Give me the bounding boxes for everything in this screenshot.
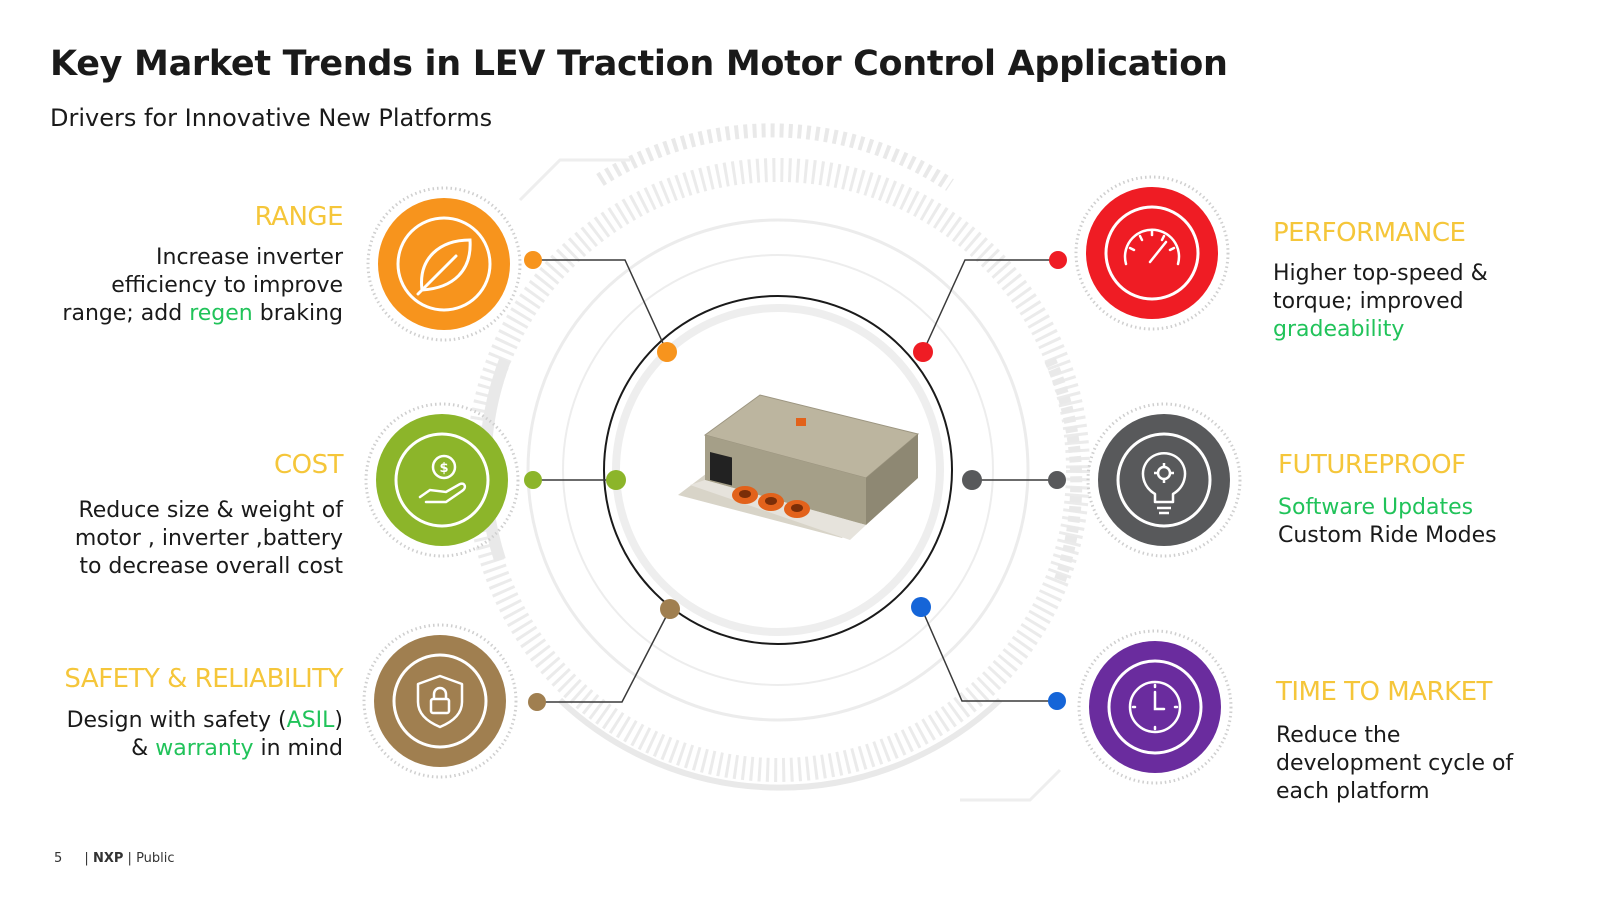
ttm-description: Reduce the development cycle of each pla… <box>1276 722 1576 806</box>
safety-desc-line2: & warranty in mind <box>23 735 343 763</box>
performance-highlight: gradeability <box>1273 317 1405 342</box>
range-desc-text-end: braking <box>252 301 343 326</box>
range-heading: RANGE <box>254 202 344 232</box>
svg-text:$: $ <box>439 461 448 476</box>
performance-icon-circle <box>1074 175 1230 331</box>
inverter-module-icon <box>678 394 920 540</box>
safety-heading: SAFETY & RELIABILITY <box>64 664 343 694</box>
cost-desc-line1: Reduce size & weight of <box>78 498 343 523</box>
range-description: Increase inverter efficiency to improve … <box>23 244 343 328</box>
range-icon-circle <box>366 186 522 342</box>
range-highlight: regen <box>189 301 253 326</box>
safety-desc-text: Design with safety ( <box>66 708 287 733</box>
futureproof-description: Software Updates Custom Ride Modes <box>1278 494 1578 550</box>
speedometer-icon <box>1123 228 1181 266</box>
range-desc-line2: efficiency to improve <box>111 273 343 298</box>
safety-highlight-asil: ASIL <box>286 708 335 733</box>
page-subtitle: Drivers for Innovative New Platforms <box>50 104 493 132</box>
futureproof-highlight: Software Updates <box>1278 495 1474 520</box>
connector-dots <box>524 251 1067 711</box>
futureproof-heading: FUTUREPROOF <box>1278 450 1466 480</box>
cost-icon-circle: $ <box>364 402 520 558</box>
cost-desc-line3: to decrease overall cost <box>79 554 343 579</box>
safety-desc-text-end: ) <box>334 708 343 733</box>
ttm-icon-circle <box>1077 629 1233 785</box>
range-desc-text: range; add <box>62 301 190 326</box>
page-number: 5 <box>54 851 63 866</box>
performance-desc-line1: Higher top-speed & <box>1273 261 1488 286</box>
safety-desc-text2: & <box>131 736 156 761</box>
footer-classification: Public <box>136 851 175 866</box>
range-desc-line1: Increase inverter <box>156 245 343 270</box>
dollar-hand-icon <box>418 454 467 504</box>
connector-lines <box>533 259 1058 703</box>
safety-icon-circle <box>362 623 518 779</box>
ttm-desc-line3: each platform <box>1276 779 1430 804</box>
ttm-heading: TIME TO MARKET <box>1276 677 1492 707</box>
lock-shield-icon <box>416 674 464 729</box>
safety-desc-line1: Design with safety (ASIL) <box>23 707 343 735</box>
cost-heading: COST <box>273 450 344 480</box>
performance-desc-line2: torque; improved <box>1273 289 1464 314</box>
safety-desc-text2-end: in mind <box>253 736 343 761</box>
background-rings <box>466 123 1090 802</box>
cost-desc-line2: motor , inverter ,battery <box>74 526 343 551</box>
footer-brand: NXP <box>92 851 124 866</box>
ttm-desc-line2: development cycle of <box>1276 751 1514 776</box>
clock-icon <box>1128 680 1182 734</box>
performance-heading: PERFORMANCE <box>1273 218 1466 248</box>
lightbulb-gear-icon <box>1141 452 1187 515</box>
futureproof-icon-circle <box>1086 402 1242 558</box>
safety-highlight-warranty: warranty <box>155 736 254 761</box>
range-desc-line3: range; add regen braking <box>23 300 343 328</box>
futureproof-desc-line2: Custom Ride Modes <box>1278 523 1497 548</box>
cost-description: Reduce size & weight of motor , inverter… <box>23 497 343 581</box>
leaf-icon <box>416 238 472 296</box>
performance-description: Higher top-speed & torque; improved grad… <box>1273 260 1573 344</box>
page-title: Key Market Trends in LEV Traction Motor … <box>50 44 1228 84</box>
ttm-desc-line1: Reduce the <box>1276 723 1401 748</box>
safety-description: Design with safety (ASIL) & warranty in … <box>23 707 343 763</box>
footer: 5 | NXP | Public <box>54 851 175 866</box>
